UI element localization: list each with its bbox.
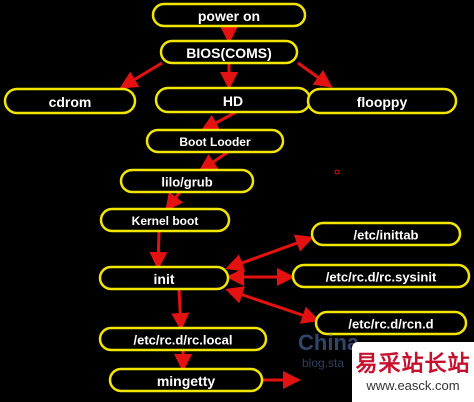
- node-kernel-boot: Kernel boot: [99, 207, 231, 233]
- node-bios-label: BIOS(COMS): [186, 45, 272, 61]
- node-inittab: /etc/inittab: [310, 221, 462, 247]
- node-inittab-shape: [310, 221, 462, 247]
- node-rc-sysinit-shape: [291, 263, 471, 289]
- node-cdrom-label: cdrom: [49, 94, 92, 110]
- node-cdrom-shape: [3, 87, 137, 115]
- arrow-init-to-rcn-d: [225, 286, 320, 324]
- node-bios-shape: [159, 39, 299, 65]
- node-rc-sysinit-label: /etc/rc.d/rc.sysinit: [326, 270, 437, 285]
- node-lilo-grub-shape: [119, 168, 255, 194]
- node-rcn-d: /etc/rc.d/rcn.d: [314, 310, 468, 336]
- node-boot-loader-shape: [145, 128, 285, 154]
- arrow-boot-loader-to-lilo-grub: [198, 150, 229, 172]
- stray-dot: [334, 169, 340, 175]
- node-bios: BIOS(COMS): [159, 39, 299, 65]
- watermark-badge: 易采站长站 www.easck.com: [352, 342, 474, 402]
- edges-layer: [119, 26, 333, 389]
- node-cdrom: cdrom: [3, 87, 137, 115]
- node-boot-loader: Boot Looder: [145, 128, 285, 154]
- watermark-brand: China: [298, 330, 360, 355]
- node-hd-label: HD: [223, 93, 243, 109]
- watermark-sub: blog.sta: [302, 356, 345, 370]
- node-init-label: init: [154, 271, 175, 287]
- node-power-on-shape: [151, 2, 307, 28]
- arrow-lilo-grub-to-kernel-boot: [165, 191, 184, 212]
- node-floppy-label: flooppy: [357, 94, 408, 110]
- watermark-url: www.easck.com: [366, 378, 460, 393]
- arrow-bios-to-cdrom: [119, 61, 163, 89]
- node-rc-local-shape: [98, 326, 268, 352]
- node-floppy-shape: [306, 87, 458, 115]
- node-mingetty-shape: [108, 367, 264, 393]
- node-power-on: power on: [151, 2, 307, 28]
- node-kernel-boot-label: Kernel boot: [132, 214, 199, 228]
- node-floppy: flooppy: [306, 87, 458, 115]
- node-rc-local: /etc/rc.d/rc.local: [98, 326, 268, 352]
- node-init-shape: [98, 265, 230, 291]
- node-mingetty-label: mingetty: [157, 373, 216, 389]
- arrow-hd-to-boot-loader: [200, 110, 237, 132]
- node-power-on-label: power on: [198, 8, 260, 24]
- node-rc-local-label: /etc/rc.d/rc.local: [134, 333, 233, 348]
- node-lilo-grub: lilo/grub: [119, 168, 255, 194]
- node-init: init: [98, 265, 230, 291]
- node-mingetty: mingetty: [108, 367, 264, 393]
- watermark-cn-text: 易采站长站: [355, 352, 471, 377]
- node-inittab-label: /etc/inittab: [353, 228, 418, 243]
- arrow-bios-to-floppy: [297, 61, 333, 88]
- node-rcn-d-label: /etc/rc.d/rcn.d: [348, 317, 433, 332]
- node-hd: HD: [154, 86, 312, 114]
- node-lilo-grub-label: lilo/grub: [161, 175, 212, 190]
- arrow-kernel-boot-to-init: [149, 230, 168, 270]
- arrow-init-to-inittab: [225, 234, 314, 272]
- node-kernel-boot-shape: [99, 207, 231, 233]
- node-boot-loader-label: Boot Looder: [179, 135, 251, 149]
- node-rc-sysinit: /etc/rc.d/rc.sysinit: [291, 263, 471, 289]
- arrow-init-to-rc-local: [171, 288, 190, 331]
- node-rcn-d-shape: [314, 310, 468, 336]
